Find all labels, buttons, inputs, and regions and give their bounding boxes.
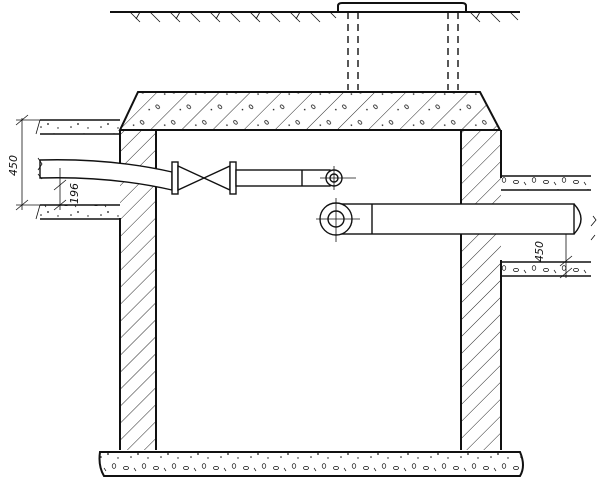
left-dimension-lines: [15, 114, 67, 211]
manhole-hatch: [337, 1, 467, 90]
left-opening-dimension: 450: [7, 155, 20, 176]
right-dimension-lines: [559, 234, 584, 279]
valve-outlet-pipe: [235, 166, 356, 190]
right-outlet-duct: [501, 175, 597, 277]
ground-surface: [110, 11, 520, 23]
gate-valve-icon: [171, 161, 237, 195]
base-slab: [98, 451, 524, 477]
right-wall: [460, 130, 502, 450]
cover-slab: [118, 91, 502, 131]
left-pipe-offset-dimension: 196: [68, 183, 81, 204]
right-opening-dimension: 450: [533, 241, 546, 262]
right-pipe: [316, 198, 582, 242]
